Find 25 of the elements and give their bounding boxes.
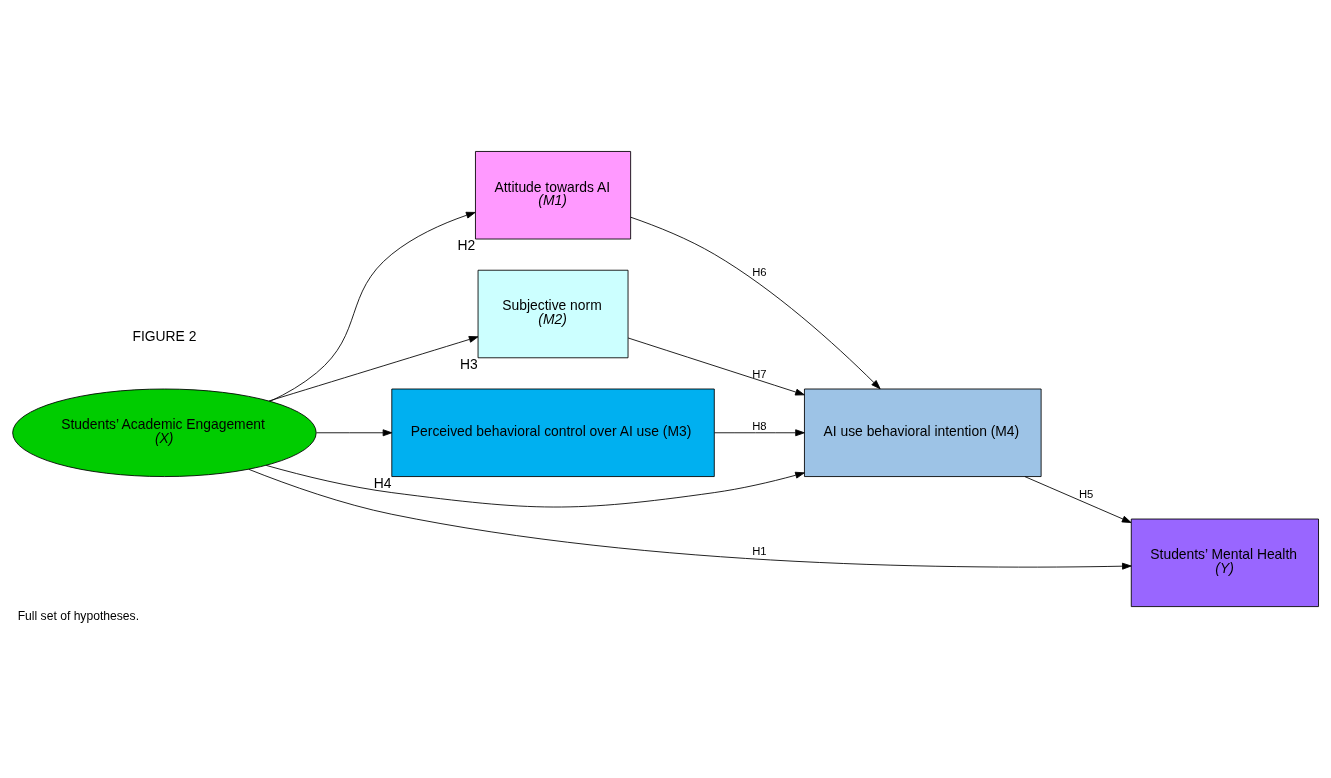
arrow	[1024, 476, 1132, 523]
node-label: H2	[457, 237, 476, 254]
edge-label: H5	[1079, 488, 1094, 501]
edge-label: H1	[752, 545, 767, 558]
node-label: H4	[373, 474, 392, 491]
node-label: H3	[460, 355, 478, 372]
arrow	[268, 336, 479, 402]
node-box: Subjective norm (M2)	[477, 269, 629, 359]
node-ellipse: Students’ Academic Engagement (X)	[12, 388, 317, 477]
node-box: Students’ Mental Health (Y)	[1130, 518, 1319, 608]
arrow	[316, 429, 393, 437]
arrow	[265, 464, 805, 508]
edge-label: H7	[752, 367, 767, 380]
arrow	[627, 337, 805, 396]
node-box: AI use behavioral intention (M4)	[804, 388, 1042, 477]
arrow	[630, 216, 881, 390]
edge-label: H8	[752, 419, 767, 432]
node-box: Perceived behavioral control over AI use (M3)	[391, 388, 715, 477]
node-box: Attitude towards AI (M1)	[475, 151, 632, 240]
arrow	[714, 429, 805, 437]
arrow	[270, 211, 476, 402]
label: FIGURE 2	[132, 327, 197, 344]
arrow	[248, 468, 1132, 570]
caption: Full set of hypotheses.	[17, 608, 140, 623]
edge-label: H6	[752, 266, 767, 279]
